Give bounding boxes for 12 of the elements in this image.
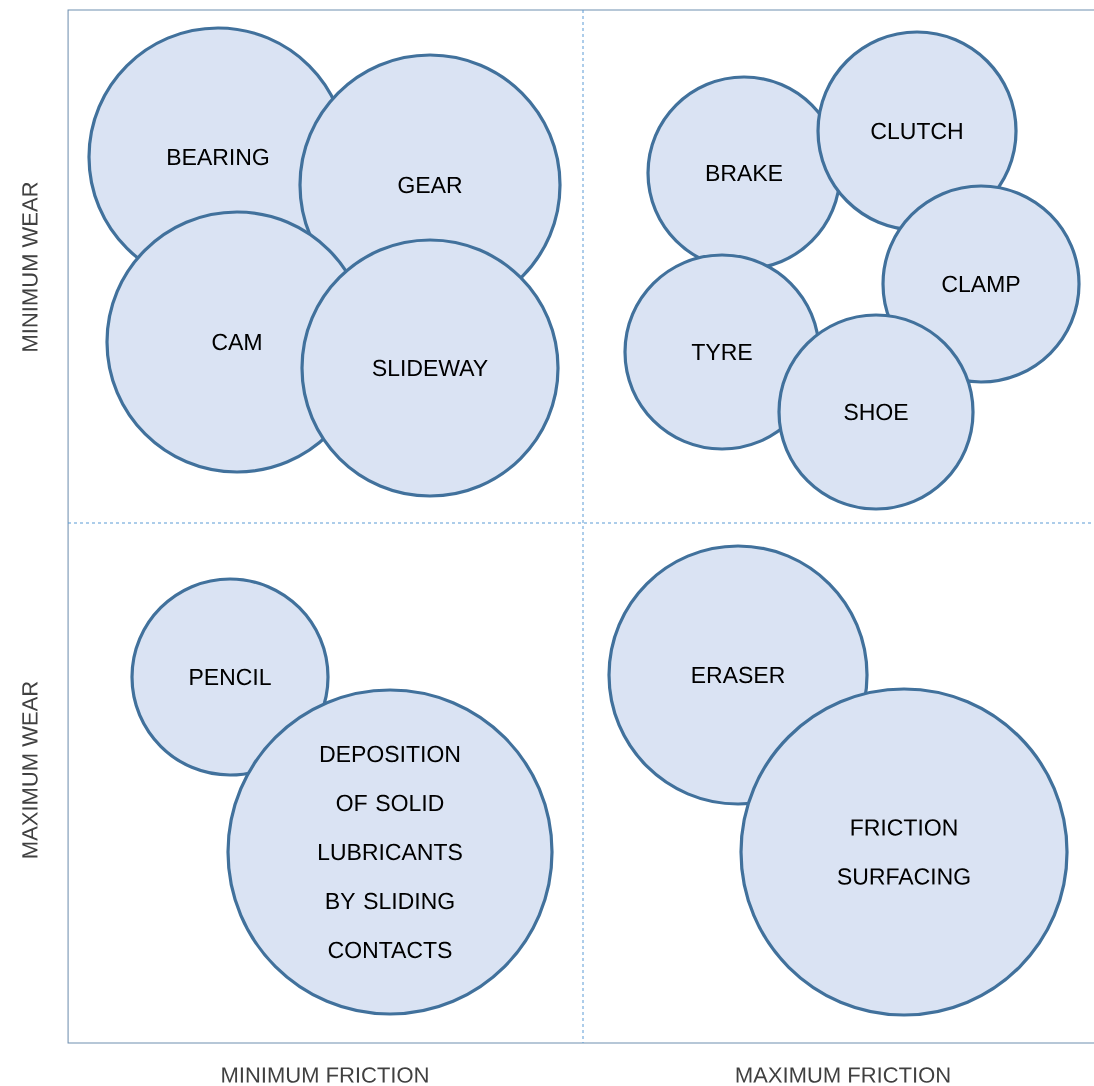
circle-node: SHOE [777, 313, 975, 511]
axis-label: MAXIMUM WEAR [22, 681, 38, 858]
circle-node: CLUTCH [816, 30, 1018, 232]
node-label: CLAMP [942, 275, 1020, 293]
circle-node: DEPOSITION OF SOLID LUBRICANTS BY SLIDING CONTACTS [226, 688, 554, 1016]
axis-label: MAXIMUM FRICTION [736, 1067, 950, 1083]
circle-node: BRAKE [646, 75, 842, 271]
circle-node: FRICTION SURFACING [739, 687, 1069, 1017]
circle-node: TYRE [623, 253, 821, 451]
circle-node: SLIDEWAY [300, 238, 560, 498]
axis-label: MINIMUM FRICTION [222, 1067, 428, 1083]
axis-label: MINIMUM WEAR [22, 182, 38, 351]
